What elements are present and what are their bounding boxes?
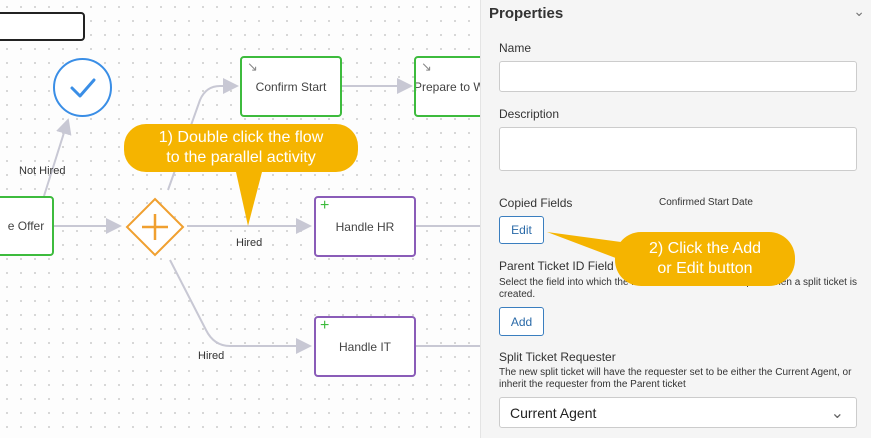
callout-pointer-1 <box>236 172 262 226</box>
edit-button[interactable]: Edit <box>499 216 544 244</box>
name-label: Name <box>499 41 532 55</box>
parallel-plus-icon: + <box>320 317 330 334</box>
parallel-gateway[interactable] <box>124 196 186 258</box>
flow-label-not-hired[interactable]: Not Hired <box>19 165 66 177</box>
flow-lines <box>43 78 480 354</box>
node-prepare-label: Prepare to W <box>414 79 480 94</box>
parallel-gateway-plus-icon <box>125 197 185 257</box>
callout-double-click: 1) Double click the flow to the parallel… <box>124 124 358 172</box>
callout-1-line-2: to the parallel activity <box>166 149 316 166</box>
check-icon <box>70 78 96 98</box>
parallel-plus-icon: + <box>320 197 330 214</box>
add-button[interactable]: Add <box>499 307 544 336</box>
split-requester-value: Current Agent <box>510 404 597 421</box>
node-offer[interactable]: e Offer <box>0 196 54 256</box>
description-label: Description <box>499 107 560 121</box>
workflow-canvas[interactable]: e Offer ↘ Confirm Start ↘ Prepare to W +… <box>0 0 480 438</box>
node-confirm-start-label: Confirm Start <box>255 79 327 94</box>
copied-fields-value: Confirmed Start Date <box>659 197 753 208</box>
chevron-down-icon: ⌄ <box>830 405 844 422</box>
callout-add-edit: 2) Click the Add or Edit button <box>615 232 795 286</box>
callout-2-line-2: or Edit button <box>657 260 753 277</box>
properties-title: Properties <box>489 5 564 22</box>
task-arrow-icon: ↘ <box>247 59 258 74</box>
split-requester-help: The new split ticket will have the reque… <box>499 367 852 390</box>
flow-hired-to-it[interactable] <box>169 259 312 354</box>
task-arrow-icon: ↘ <box>421 59 432 74</box>
chevron-down-icon[interactable]: ⌄ <box>853 3 865 19</box>
flow-label-hired-it[interactable]: Hired <box>198 350 225 362</box>
node-confirm-start[interactable]: ↘ Confirm Start <box>240 56 342 117</box>
node-handle-it[interactable]: + Handle IT <box>314 316 416 377</box>
split-requester-label: Split Ticket Requester <box>499 350 616 364</box>
split-requester-select[interactable]: Current Agent ⌄ <box>499 397 857 428</box>
callout-2-line-1: 2) Click the Add <box>648 240 762 257</box>
flow-label-hired-hr[interactable]: Hired <box>236 237 263 249</box>
callout-1-line-1: 1) Double click the flow <box>158 129 324 146</box>
properties-panel: Properties ⌄ Name Description Copied Fie… <box>480 0 871 438</box>
canvas-text-box[interactable] <box>0 12 85 41</box>
name-field[interactable] <box>499 61 857 92</box>
node-offer-label: e Offer <box>7 219 45 233</box>
flow-not-hired[interactable] <box>43 118 72 197</box>
node-prepare[interactable]: ↘ Prepare to W <box>414 56 480 117</box>
node-handle-hr-label: Handle HR <box>335 219 395 234</box>
node-handle-it-label: Handle IT <box>338 339 392 354</box>
end-state-check[interactable] <box>53 58 112 117</box>
flow-to-confirm-start[interactable] <box>167 78 239 191</box>
node-handle-hr[interactable]: + Handle HR <box>314 196 416 257</box>
copied-fields-label: Copied Fields <box>499 196 573 210</box>
description-field[interactable] <box>499 127 857 171</box>
parent-ticket-label: Parent Ticket ID Field <box>499 259 614 273</box>
